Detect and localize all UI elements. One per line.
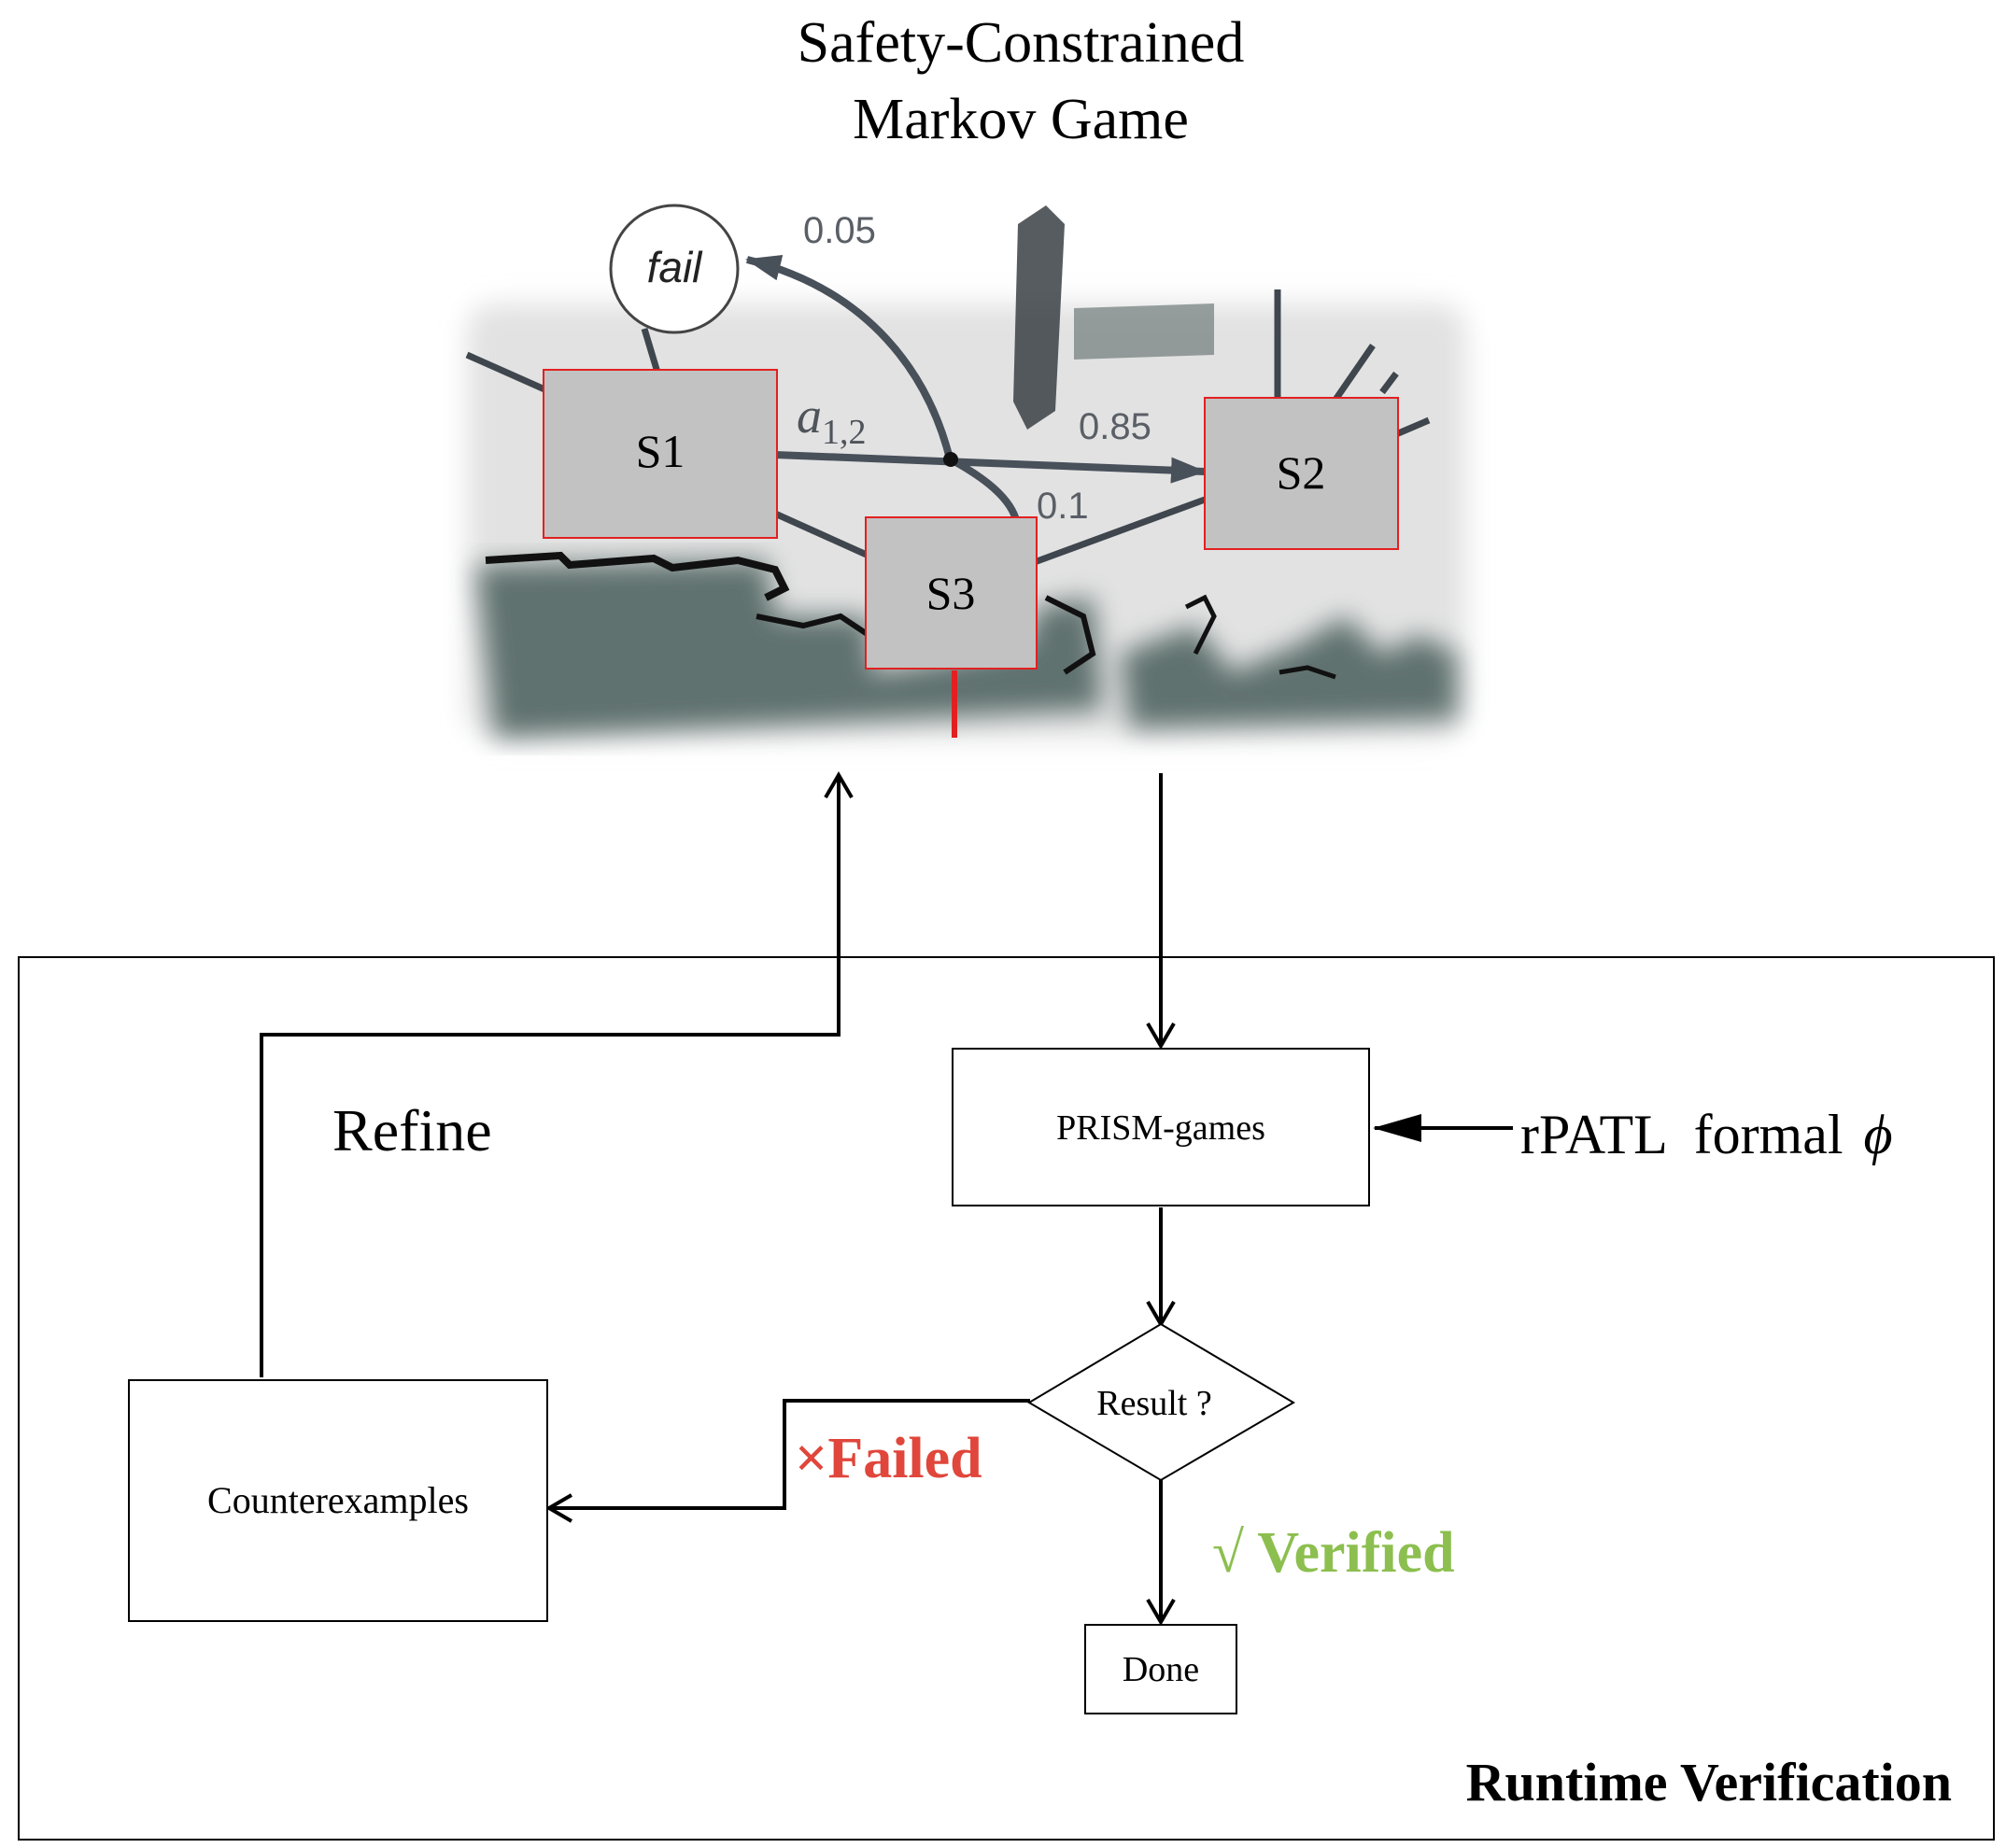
- prism-games-box: [952, 1048, 1370, 1206]
- prob-to-fail: 0.05: [803, 210, 876, 251]
- prob-to-s3: 0.1: [1037, 486, 1089, 527]
- action-label-subscript: 1,2: [822, 413, 867, 452]
- result-decision-label: Result ?: [1096, 1384, 1211, 1423]
- action-label: a1,2: [797, 388, 867, 452]
- arrow-to-fail: [745, 255, 954, 463]
- state-fail: [609, 204, 740, 334]
- edge-s1-left: [465, 351, 553, 396]
- formula-label: rPATL formal ϕ: [1520, 1104, 1893, 1165]
- edge-s2-right-low: [1394, 416, 1431, 438]
- markov-game-map: fail S1 S2 S3 a1,2 0.05 0.85 0.1: [465, 204, 1466, 738]
- failed-label: ×Failed: [795, 1427, 982, 1490]
- arrow-refine-to-game: [260, 771, 854, 1377]
- arrow-to-s2: [774, 451, 1207, 484]
- edge-right-up: [1333, 344, 1376, 402]
- runtime-verification-frame: [18, 956, 1995, 1841]
- edge-s2-right: [1379, 371, 1399, 395]
- state-fail-label: fail: [647, 243, 704, 291]
- edge-s1-s3: [773, 510, 870, 559]
- diagram-title-line2: Markov Game: [853, 88, 1189, 151]
- formula-symbol: ϕ: [1864, 1104, 1893, 1165]
- map-edges: [465, 289, 1431, 567]
- state-s3-label: S3: [926, 567, 976, 619]
- counterexamples-label: Counterexamples: [207, 1479, 469, 1521]
- prism-games-label: PRISM-games: [1056, 1108, 1265, 1148]
- state-s1-label: S1: [636, 425, 685, 477]
- action-label-base: a: [797, 388, 822, 444]
- prob-to-s2: 0.85: [1079, 406, 1151, 447]
- arrow-result-to-counterexamples: [545, 1399, 1030, 1523]
- counterexamples-box: [128, 1379, 548, 1622]
- state-s1: [543, 369, 778, 539]
- verified-label: √ Verified: [1212, 1521, 1455, 1585]
- action-node: [943, 452, 958, 467]
- refine-label: Refine: [332, 1097, 492, 1164]
- runtime-verification-label: Runtime Verification: [1466, 1752, 1952, 1813]
- state-s2: [1204, 397, 1399, 550]
- state-s2-label: S2: [1277, 446, 1326, 499]
- done-box: [1084, 1624, 1237, 1714]
- result-decision: [1027, 1322, 1295, 1482]
- map-obstacle-edges: [485, 205, 1336, 680]
- state-s3: [865, 516, 1038, 670]
- edge-s3-s2: [1030, 496, 1207, 567]
- done-label: Done: [1123, 1650, 1199, 1689]
- formula-text: rPATL formal: [1520, 1104, 1844, 1165]
- diagram-title-line1: Safety-Constrained: [798, 11, 1245, 75]
- edge-s1-fail: [641, 327, 662, 377]
